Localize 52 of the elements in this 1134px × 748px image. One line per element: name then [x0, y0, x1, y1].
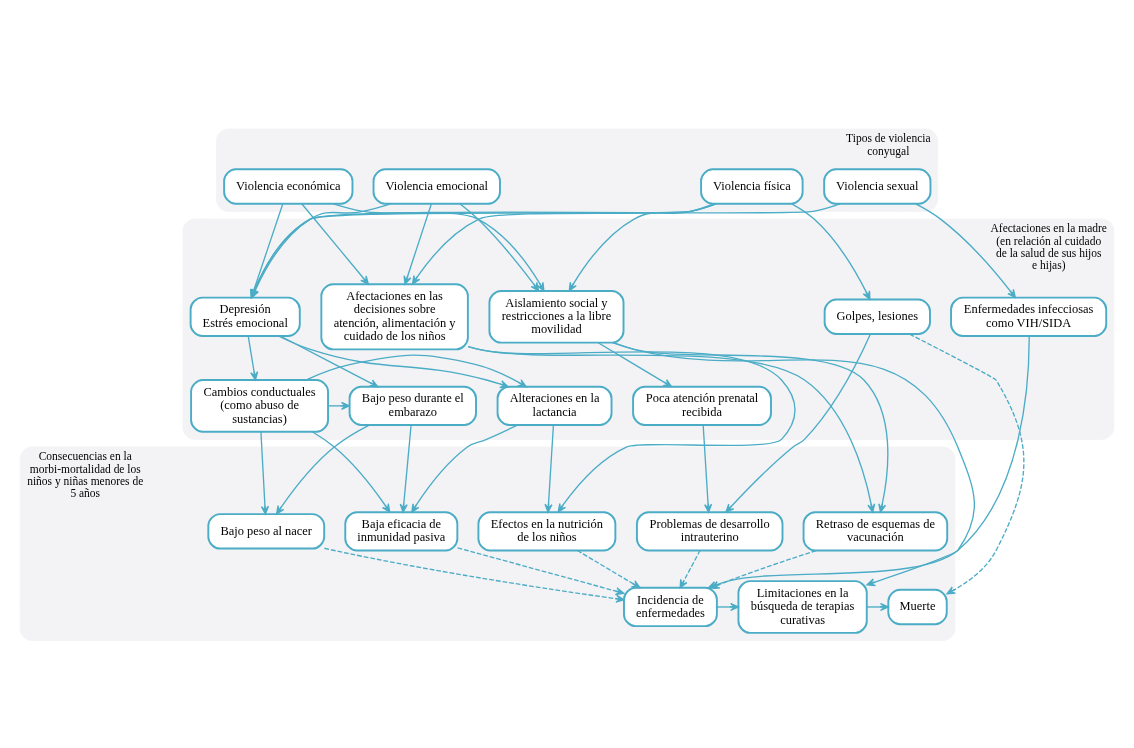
node-box: Violencia emocional: [372, 168, 501, 205]
node-box: Golpes, lesiones: [823, 298, 931, 335]
arrow: [411, 424, 518, 513]
node-box: Alteraciones en la lactancia: [496, 385, 613, 426]
arrow: [311, 431, 391, 513]
arrow: [403, 203, 432, 285]
arrow: [467, 345, 796, 513]
arrow: [323, 547, 625, 603]
node-box: Cambios conductuales (como abuso de sustancias): [190, 379, 329, 433]
node-box: Incidencia de enfermedades: [623, 586, 718, 628]
arrow: [710, 549, 817, 589]
arrow: [866, 602, 889, 612]
arrow: [275, 424, 370, 515]
arrow: [467, 345, 876, 513]
arrow: [277, 335, 509, 389]
arrow: [247, 335, 259, 381]
arrow: [260, 431, 270, 515]
arrow: [279, 335, 379, 388]
node-box: Violencia sexual: [823, 168, 932, 205]
node-box: Afectaciones en las decisiones sobre atención, alimentación y cuidado de los niños: [320, 283, 469, 351]
node-box: Poca atención prenatal recibida: [632, 385, 772, 426]
arrow: [716, 602, 739, 612]
arrow: [597, 342, 673, 388]
node-box: Violencia física: [700, 168, 804, 205]
arrow: [612, 342, 889, 513]
arrow: [459, 203, 540, 292]
arrow: [305, 354, 527, 388]
arrow: [679, 549, 701, 589]
node-box: Enfermedades infecciosas como VIH/SIDA: [950, 296, 1108, 337]
arrow: [568, 203, 715, 292]
arrow: [327, 401, 350, 410]
node-box: Muerte: [887, 588, 948, 626]
arrow: [702, 424, 713, 513]
node-box: Efectos en la nutrición de los niños: [477, 511, 617, 552]
node-box: Violencia económica: [223, 168, 354, 205]
arrow: [301, 203, 369, 285]
node-box: Problemas de desarrollo intrauterino: [635, 511, 784, 552]
arrow: [456, 547, 625, 596]
node-box: Depresión Estrés emocional: [189, 296, 301, 337]
arrow: [399, 424, 412, 513]
arrow: [576, 549, 641, 589]
node-box: Limitaciones en la búsqueda de terapias curativas: [737, 580, 868, 634]
arrow: [915, 203, 1016, 299]
node-box: Retraso de esquemas de vacunación: [802, 511, 949, 552]
node-box: Bajo peso durante el embarazo: [348, 385, 477, 426]
node-box: Bajo peso al nacer: [207, 513, 326, 550]
node-box: Baja eficacia de inmunidad pasiva: [344, 511, 459, 552]
arrow: [908, 333, 1025, 595]
arrow: [411, 203, 717, 285]
node-box: Aislamiento social y restricciones a la libre movilidad: [488, 289, 625, 344]
arrow: [725, 333, 871, 513]
arrow: [544, 424, 555, 513]
